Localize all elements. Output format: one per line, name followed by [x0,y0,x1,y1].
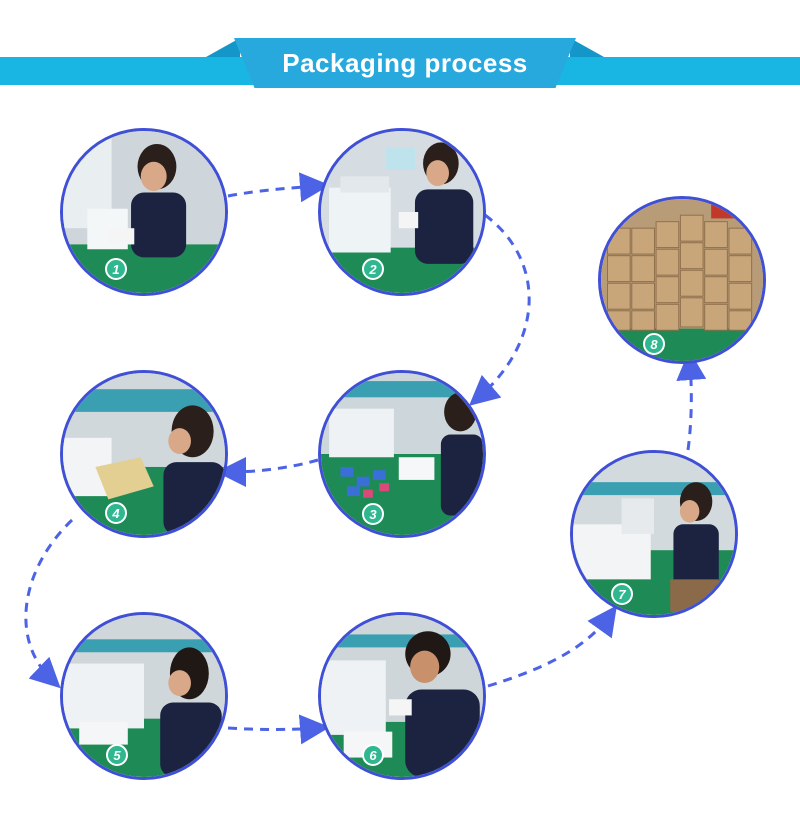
header-banner-tab: Packaging process [234,38,576,88]
step-4-badge: 4 [105,502,127,524]
step-2-photo-scene [321,131,483,293]
step-1-badge: 1 [105,258,127,280]
header-banner-wing-left [206,38,240,57]
step-5-photo [60,612,228,780]
step-3-badge: 3 [362,503,384,525]
step-7-photo-scene [573,453,735,615]
step-5-photo-scene [63,615,225,777]
arrow-5-to-6 [227,714,330,745]
step-7-badge: 7 [611,583,633,605]
header-banner-wing-right [570,38,604,57]
arrow-1-to-2 [227,172,330,203]
step-4-photo [60,370,228,538]
arrow-6-to-7 [487,605,617,688]
step-8-badge: 8 [643,333,665,355]
step-8-photo-scene [601,199,763,361]
step-3-photo [318,370,486,538]
step-7-photo [570,450,738,618]
step-2-badge: 2 [362,258,384,280]
step-6-photo-scene [321,615,483,777]
step-3-photo-scene [321,373,483,535]
step-6-badge: 6 [362,744,384,766]
step-4-photo-scene [63,373,225,535]
arrow-2-to-3 [468,213,531,406]
step-2-photo [318,128,486,296]
arrow-7-to-8 [676,350,707,451]
page-title: Packaging process [282,47,528,78]
step-8-photo [598,196,766,364]
arrow-4-to-5 [24,518,74,689]
step-1-photo [60,128,228,296]
step-6-photo [318,612,486,780]
step-1-photo-scene [63,131,225,293]
step-5-badge: 5 [106,744,128,766]
arrow-3-to-4 [216,456,319,487]
